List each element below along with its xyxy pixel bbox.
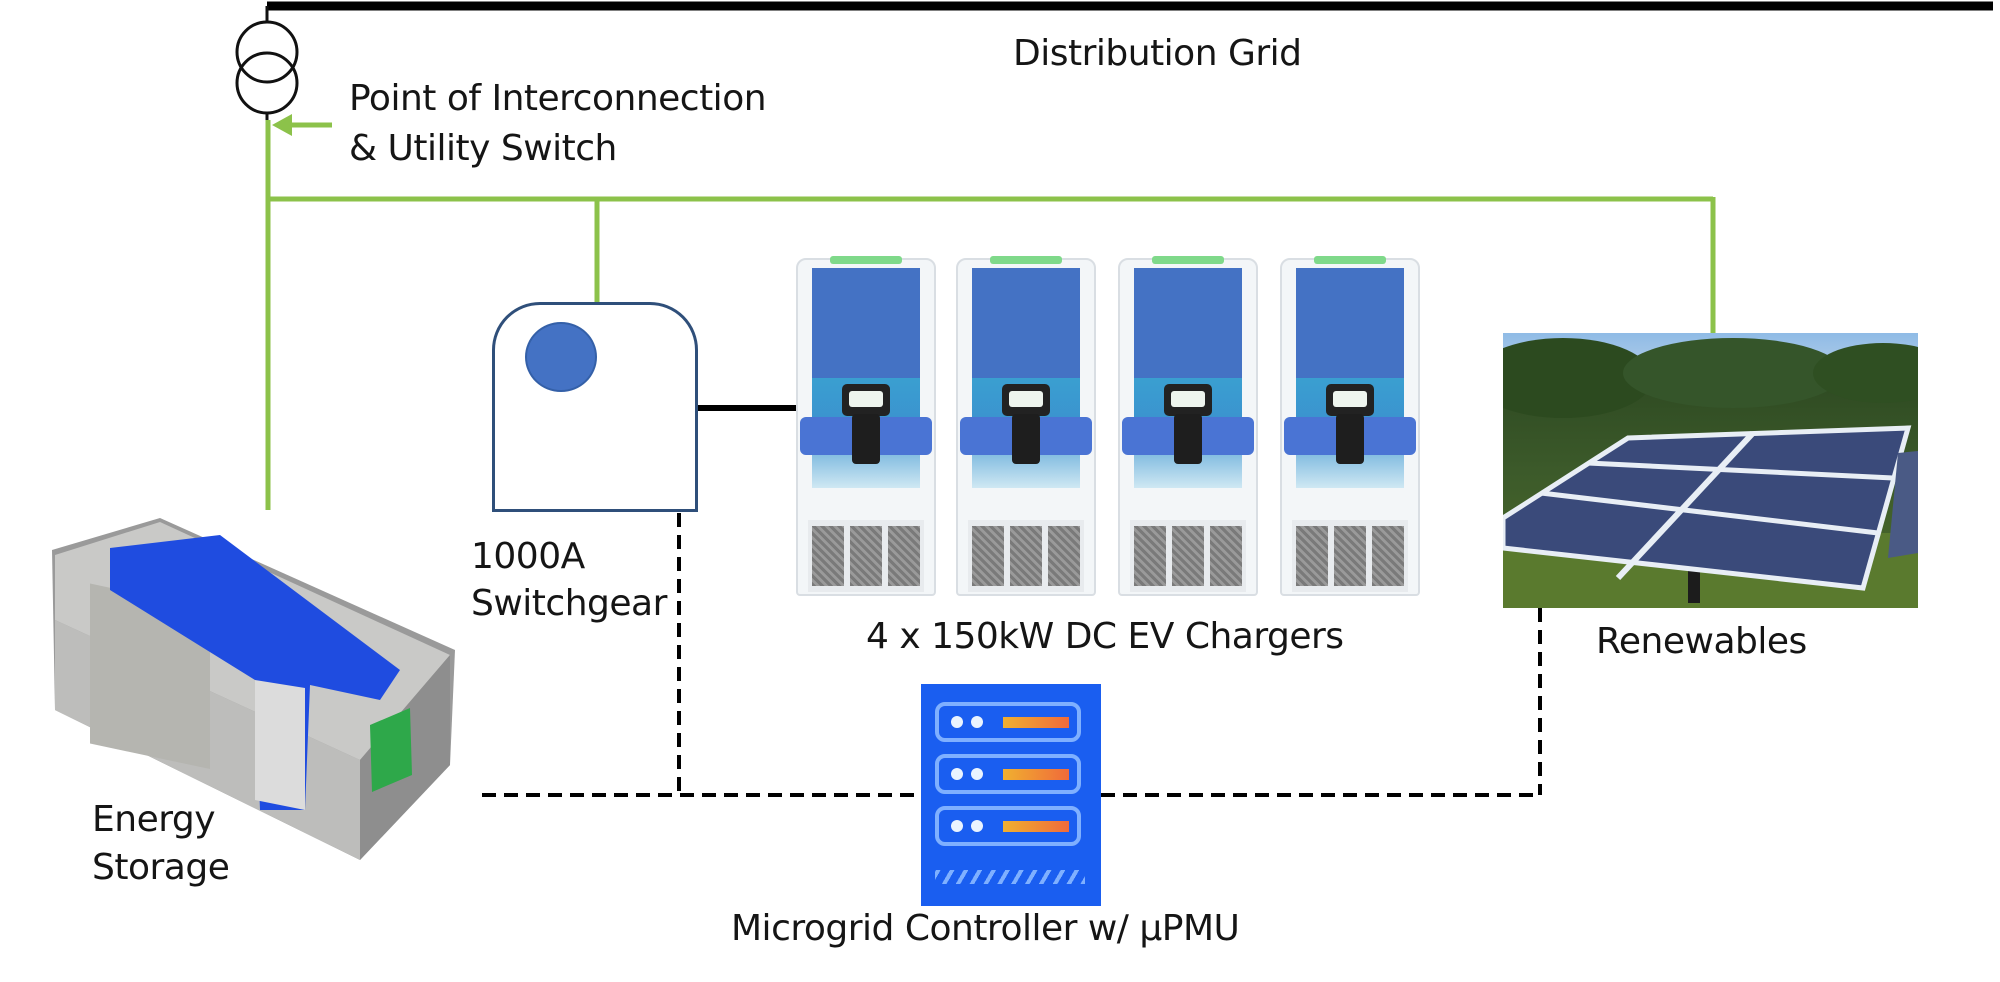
charger-status-light (990, 256, 1062, 264)
utility-switch-arrow-icon (272, 114, 292, 136)
status-led-icon (971, 820, 983, 832)
poi-label-line2: & Utility Switch (349, 128, 617, 169)
charger-panel (972, 268, 1080, 378)
status-led-icon (971, 768, 983, 780)
charger-status-light (830, 256, 902, 264)
activity-bar (1003, 769, 1069, 780)
controller-label: Microgrid Controller w/ µPMU (731, 908, 1240, 949)
storage-label-line2: Storage (92, 847, 230, 888)
charger-vent-grille (1130, 520, 1246, 592)
switchgear-label-line1: 1000A (471, 536, 585, 577)
charger-plug-icon (1174, 414, 1202, 464)
ev-charger (790, 252, 942, 600)
charger-vent-grille (968, 520, 1084, 592)
energy-storage-container-icon (52, 518, 455, 860)
charger-panel (1134, 268, 1242, 378)
poi-label-line1: Point of Interconnection (349, 78, 767, 119)
status-led-icon (951, 768, 963, 780)
chargers-label: 4 x 150kW DC EV Chargers (866, 616, 1344, 657)
ev-charger (1274, 252, 1426, 600)
renewables-solar-image (1503, 333, 1918, 608)
charger-screen-icon (842, 384, 890, 416)
charger-screen-icon (1164, 384, 1212, 416)
status-led-icon (951, 820, 963, 832)
activity-bar (1003, 717, 1069, 728)
switchgear-indicator-icon (525, 322, 597, 392)
charger-plug-icon (1012, 414, 1040, 464)
renewables-label: Renewables (1596, 621, 1807, 662)
charger-panel (812, 268, 920, 378)
charger-plug-icon (1336, 414, 1364, 464)
switchgear (492, 302, 698, 512)
microgrid-controller (921, 684, 1101, 906)
server-rack-unit (935, 754, 1081, 794)
charger-plug-icon (852, 414, 880, 464)
charger-panel (1296, 268, 1404, 378)
ev-charger (1112, 252, 1264, 600)
status-led-icon (951, 716, 963, 728)
server-rack-unit (935, 806, 1081, 846)
ev-charger (950, 252, 1102, 600)
charger-screen-icon (1002, 384, 1050, 416)
charger-vent-grille (808, 520, 924, 592)
switchgear-label-line2: Switchgear (471, 583, 667, 624)
storage-label-line1: Energy (92, 799, 216, 840)
solar-panel-icon (1503, 338, 1918, 608)
charger-vent-grille (1292, 520, 1408, 592)
status-led-icon (971, 716, 983, 728)
charger-status-light (1314, 256, 1386, 264)
charger-screen-icon (1326, 384, 1374, 416)
vent-hatch (935, 870, 1085, 884)
charger-status-light (1152, 256, 1224, 264)
activity-bar (1003, 821, 1069, 832)
server-rack-unit (935, 702, 1081, 742)
distribution-grid-label: Distribution Grid (1013, 33, 1302, 74)
transformer-icon (235, 20, 299, 115)
